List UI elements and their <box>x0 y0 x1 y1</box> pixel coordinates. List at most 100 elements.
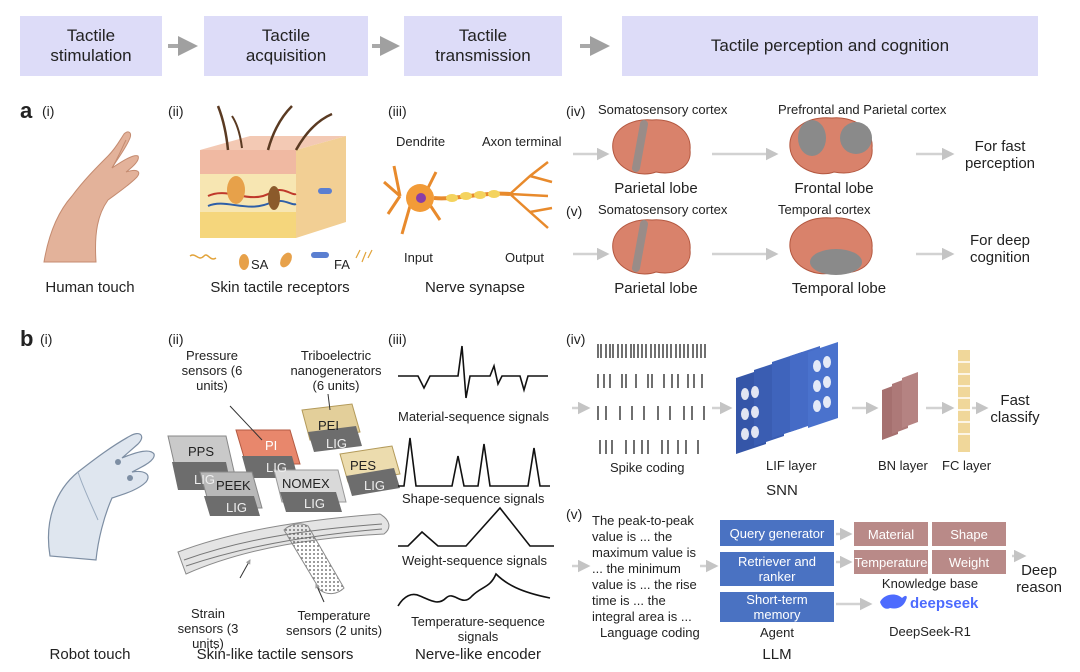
panel-b-arrows <box>572 401 1027 611</box>
human-hand-illustration <box>43 131 140 263</box>
temporal-lobe-label: Temporal lobe <box>791 280 887 297</box>
pi-label: PI <box>265 438 278 453</box>
human-touch-label: Human touch <box>45 279 135 296</box>
kb-material-label: Material <box>867 526 915 542</box>
deep-cognition-label: For deep cognition <box>969 232 1031 266</box>
panel-b-i-num: (i) <box>40 331 53 347</box>
panel-b-ii-num: (ii) <box>168 331 184 347</box>
panel-b-v-num: (v) <box>566 506 583 522</box>
header-acquisition: Tactile acquisition <box>204 16 368 76</box>
triboelectric-label: Triboelectric nanogenerators (6 units) <box>290 348 382 393</box>
pps-label: PPS <box>188 444 215 459</box>
spike-coding-label: Spike coding <box>610 460 685 475</box>
short-term-memory-label: Short-term memory <box>746 592 808 622</box>
agent-label: Agent <box>760 625 794 640</box>
header-transmission-label: Tactile transmission <box>435 26 531 65</box>
neuron-illustration <box>383 161 553 235</box>
kb-material-box: Material <box>854 522 928 546</box>
shape-signals-label: Shape-sequence signals <box>402 491 545 506</box>
kb-weight-box: Weight <box>932 550 1006 574</box>
fast-classify-label: Fast classify <box>990 392 1040 426</box>
llm-label: LLM <box>762 646 792 663</box>
panel-a-letter: a <box>20 98 33 123</box>
retriever-ranker-box: Retriever and ranker <box>720 552 834 586</box>
temperature-signals-label: Temperature-sequence signals <box>411 614 545 644</box>
pressure-sensors-label: Pressure sensors (6 units) <box>181 348 243 393</box>
kb-shape-box: Shape <box>932 522 1006 546</box>
lif-layer-stack <box>736 342 838 454</box>
weight-signals-label: Weight-sequence signals <box>402 553 548 568</box>
sa-label: SA <box>251 257 269 272</box>
bn-layer-stack <box>882 372 918 440</box>
brain-illustrations <box>612 117 873 275</box>
lig-label-pes: LIG <box>364 478 385 493</box>
lig-label-pps: LIG <box>194 472 215 487</box>
header-stimulation-label: Tactile stimulation <box>50 26 132 65</box>
short-term-memory-box: Short-term memory <box>720 592 834 622</box>
material-signals-label: Material-sequence signals <box>398 409 550 424</box>
frontal-lobe-label: Frontal lobe <box>794 180 874 197</box>
panel-a-iii-num: (iii) <box>388 103 407 119</box>
robot-hand-illustration <box>47 432 155 561</box>
strain-sensors-label: Strain sensors (3 units) <box>177 606 239 651</box>
nerve-encoder-label: Nerve-like encoder <box>415 646 541 663</box>
query-generator-box: Query generator <box>720 520 834 546</box>
output-label: Output <box>505 250 545 265</box>
nerve-synapse-label: Nerve synapse <box>424 279 526 296</box>
header-acquisition-label: Tactile acquisition <box>245 26 327 65</box>
kb-shape-label: Shape <box>950 526 988 542</box>
signal-plots <box>397 345 554 607</box>
header-perception-label: Tactile perception and cognition <box>710 36 950 55</box>
deepseek-whale-icon <box>880 594 907 609</box>
fc-layer-column <box>958 350 970 452</box>
parietal-lobe-label-2: Parietal lobe <box>614 280 698 297</box>
knowledge-base-label: Knowledge base <box>881 576 979 591</box>
snn-label: SNN <box>766 482 798 499</box>
lig-label-pi: LIG <box>266 460 287 475</box>
retriever-ranker-label: Retriever and ranker <box>737 554 817 584</box>
panel-a-arrows <box>573 147 955 261</box>
panel-b-iv-num: (iv) <box>566 331 586 347</box>
lif-layer-label: LIF layer <box>766 458 817 473</box>
pei-label: PEI <box>318 418 339 433</box>
fc-layer-label: FC layer <box>942 458 992 473</box>
somatosensory-cortex-label-2: Somatosensory cortex <box>598 202 728 217</box>
somatosensory-cortex-label-1: Somatosensory cortex <box>598 102 728 117</box>
axon-terminal-label: Axon terminal <box>482 134 562 149</box>
spike-trains <box>597 344 706 454</box>
deep-reason-label: Deep reason <box>1016 562 1062 596</box>
peek-label: PEEK <box>216 478 251 493</box>
skin-receptors-label: Skin tactile receptors <box>210 279 350 296</box>
lig-label-pei: LIG <box>326 436 347 451</box>
panel-a-ii-num: (ii) <box>168 103 184 119</box>
nomex-label: NOMEX <box>282 476 330 491</box>
lig-label-nomex: LIG <box>304 496 325 511</box>
skin-illustration <box>189 105 373 270</box>
language-coding-label: Language coding <box>600 625 700 640</box>
panel-a-v-num: (v) <box>566 203 583 219</box>
skin-like-sensors-label: Skin-like tactile sensors <box>196 646 354 663</box>
panel-b-iii-num: (iii) <box>388 331 407 347</box>
lig-label-peek: LIG <box>226 500 247 515</box>
input-label: Input <box>404 250 433 265</box>
sensor-layer-illustrations <box>167 393 401 603</box>
parietal-lobe-label-1: Parietal lobe <box>614 180 698 197</box>
panel-a-i-num: (i) <box>42 103 55 119</box>
bn-layer-label: BN layer <box>878 458 928 473</box>
header-perception: Tactile perception and cognition <box>622 16 1038 76</box>
kb-temperature-label: Temperature <box>854 554 928 570</box>
robot-touch-label: Robot touch <box>49 646 131 663</box>
temporal-cortex-label: Temporal cortex <box>778 202 871 217</box>
deepseek-logo-text: deepseek <box>910 595 979 612</box>
query-generator-label: Query generator <box>729 525 825 541</box>
fa-label: FA <box>334 257 350 272</box>
deepseek-r1-label: DeepSeek-R1 <box>889 624 971 639</box>
panel-b-letter: b <box>20 326 34 351</box>
prefrontal-cortex-label: Prefrontal and Parietal cortex <box>778 102 947 117</box>
kb-temperature-box: Temperature <box>854 550 928 574</box>
temperature-sensors-label: Temperature sensors (2 units) <box>285 608 383 638</box>
language-coding-text: The peak-to-peak value is ... the maximu… <box>592 513 697 624</box>
header-transmission: Tactile transmission <box>404 16 562 76</box>
dendrite-label: Dendrite <box>396 134 446 149</box>
